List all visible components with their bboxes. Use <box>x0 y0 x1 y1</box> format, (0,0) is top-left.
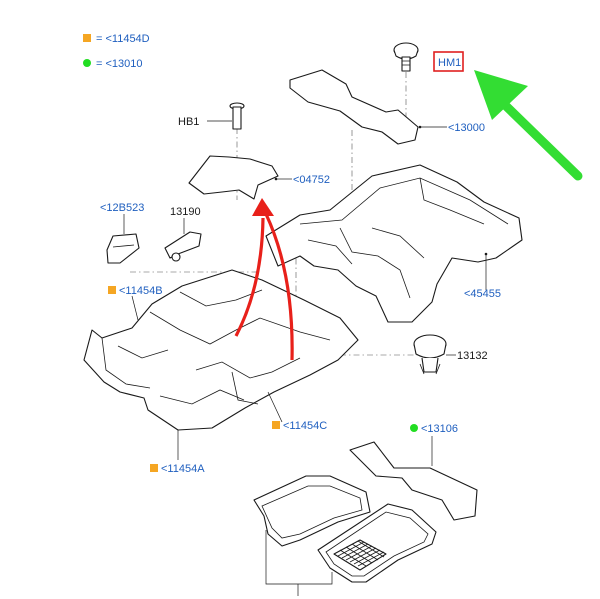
rear-insulator-13000 <box>289 69 419 145</box>
green-marker <box>83 59 91 67</box>
hm1-highlight-box <box>433 51 464 72</box>
label-13132: 13132 <box>457 350 488 362</box>
label-hb1: HB1 <box>178 116 199 128</box>
green-arrow-pointer <box>474 70 583 181</box>
screw-hb1 <box>229 102 245 130</box>
green-marker-13106 <box>410 424 418 432</box>
label-13190: 13190 <box>170 206 201 218</box>
orange-marker-11454a <box>150 464 158 472</box>
orange-marker-11454b <box>108 286 116 294</box>
label-13000: <13000 <box>448 122 485 134</box>
rear-mat-13106 <box>349 441 478 521</box>
label-13106: <13106 <box>421 423 458 435</box>
legend-orange-label: = <11454D <box>96 33 150 45</box>
label-hm1: HM1 <box>438 57 461 69</box>
label-12b523: <12B523 <box>100 202 144 214</box>
rear-floor-carpet-45455 <box>265 164 523 323</box>
retainer-13132 <box>413 334 447 375</box>
label-45455: <45455 <box>464 288 501 300</box>
orange-marker-11454c <box>272 421 280 429</box>
orange-marker <box>83 34 91 42</box>
insulator-pad-04752 <box>188 155 279 200</box>
clip-13190 <box>164 231 202 262</box>
push-pin-hm1 <box>393 42 419 72</box>
red-arrow-pointer <box>234 198 294 361</box>
label-04752: <04752 <box>293 174 330 186</box>
label-11454a: <11454A <box>161 463 205 475</box>
label-11454b: <11454B <box>119 285 163 297</box>
bracket-12b523 <box>106 233 140 264</box>
label-11454c: <11454C <box>283 420 327 432</box>
legend-green-label: = <13010 <box>96 58 143 70</box>
floor-mat-set <box>253 475 437 583</box>
